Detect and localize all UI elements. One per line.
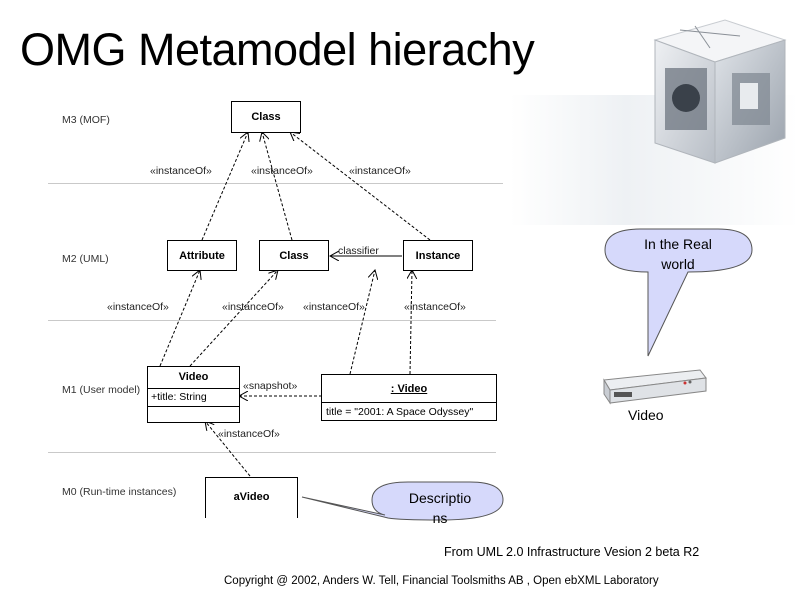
classifier-label: classifier: [338, 245, 379, 257]
instanceof-label: «instanceOf»: [251, 165, 313, 177]
m1-video-instance-box: : Video title = "2001: A Space Odyssey": [321, 374, 497, 421]
layer-label-m3: M3 (MOF): [62, 114, 110, 126]
m3-class-box: Class: [231, 101, 301, 133]
layer-divider-m2: [48, 320, 496, 321]
callout-descriptions-line2: ns: [432, 510, 448, 526]
m1-instance-attribute: title = "2001: A Space Odyssey": [326, 406, 474, 418]
instanceof-label: «instanceOf»: [404, 301, 466, 313]
m0-avideo-name: aVideo: [233, 491, 270, 503]
compartment-divider: [148, 406, 239, 407]
instanceof-label: «instanceOf»: [303, 301, 365, 313]
copyright: Copyright @ 2002, Anders W. Tell, Financ…: [224, 575, 659, 587]
m2-instance-box: Instance: [403, 240, 473, 271]
m1-video-name: Video: [178, 371, 209, 383]
compartment-divider: [322, 402, 496, 403]
m2-class-box: Class: [259, 240, 329, 271]
layer-divider-m3: [48, 183, 503, 184]
layer-label-m0: M0 (Run-time instances): [62, 486, 177, 498]
page-title: OMG Metamodel hierachy: [20, 24, 535, 75]
m1-video-class-box: Video +title: String: [147, 366, 240, 423]
snapshot-label: «snapshot»: [243, 380, 298, 392]
callout-descriptions-line1: Descriptio: [408, 490, 472, 506]
source-note: From UML 2.0 Infrastructure Vesion 2 bet…: [444, 545, 700, 559]
instanceof-label: «instanceOf»: [222, 301, 284, 313]
video-device-icon: [603, 369, 707, 405]
instanceof-label: «instanceOf»: [107, 301, 169, 313]
m1-video-attribute: +title: String: [151, 391, 207, 403]
instanceof-label: «instanceOf»: [218, 428, 280, 440]
layer-divider-m1: [48, 452, 496, 453]
instanceof-label: «instanceOf»: [349, 165, 411, 177]
m0-avideo-box: aVideo: [205, 477, 298, 518]
cube-graphic: [653, 19, 787, 164]
instanceof-label: «instanceOf»: [150, 165, 212, 177]
compartment-divider: [148, 388, 239, 389]
m2-attribute-box: Attribute: [167, 240, 237, 271]
m1-instance-name: : Video: [390, 383, 428, 395]
layer-label-m2: M2 (UML): [62, 253, 109, 265]
callout-real-world: In the Real world: [644, 236, 712, 272]
layer-label-m1: M1 (User model): [62, 384, 141, 396]
video-device-label: Video: [628, 407, 664, 423]
